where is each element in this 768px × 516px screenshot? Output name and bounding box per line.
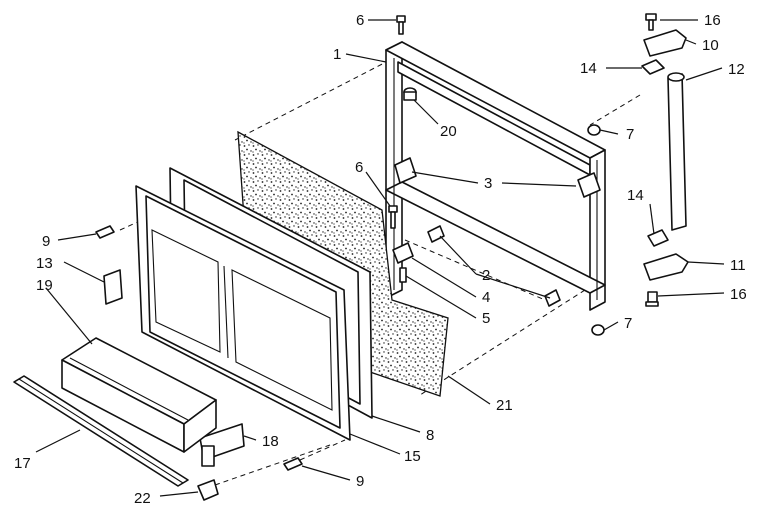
bracket-4	[392, 242, 414, 264]
plug-7-bottom	[591, 324, 605, 336]
callout-5: 5	[482, 310, 490, 327]
callout-21: 21	[496, 397, 513, 414]
callout-20: 20	[440, 123, 457, 140]
callout-10: 10	[702, 37, 719, 54]
clip-13	[103, 269, 123, 305]
screw-5	[399, 267, 407, 283]
hinge-10	[643, 29, 687, 57]
shelf-rail-part-17	[13, 375, 189, 487]
callout-8: 8	[426, 427, 434, 444]
screw-16-bottom	[647, 291, 658, 303]
shim-14-bottom	[647, 229, 669, 247]
callout-22: 22	[134, 490, 151, 507]
callout-1: 1	[333, 46, 341, 63]
callout-7b: 7	[624, 315, 632, 332]
pad-2-a	[427, 225, 445, 243]
pin-9-bottom	[283, 457, 303, 471]
screw-6-top	[396, 15, 406, 23]
cap-22	[197, 479, 219, 501]
callout-13: 13	[36, 255, 53, 272]
leader-lines	[35, 19, 725, 497]
callout-18: 18	[262, 433, 279, 450]
callout-7a: 7	[626, 126, 634, 143]
door-liner-part-15	[135, 185, 351, 441]
callout-14b: 14	[627, 187, 644, 204]
callout-3: 3	[484, 175, 492, 192]
pad-2-b	[544, 289, 561, 307]
hinge-brackets-part-3	[394, 157, 601, 198]
callout-labels: 1 6 20 6 3 7 2 4 5 7 16 10 14 12 14 11 1…	[14, 12, 747, 507]
callout-4: 4	[482, 289, 490, 306]
callout-2: 2	[482, 267, 490, 284]
callout-15: 15	[404, 448, 421, 465]
shim-14-top	[641, 59, 665, 75]
hinge-11	[643, 253, 689, 281]
callout-14a: 14	[580, 60, 597, 77]
plug-7-top	[587, 124, 601, 136]
callout-6b: 6	[355, 159, 363, 176]
screw-6-mid	[388, 205, 398, 213]
callout-16b: 16	[730, 286, 747, 303]
handle-12	[667, 73, 687, 231]
screw-16-top	[645, 13, 657, 21]
callout-9b: 9	[356, 473, 364, 490]
hardware	[95, 13, 689, 501]
callout-11: 11	[730, 257, 746, 274]
callout-9a: 9	[42, 233, 50, 250]
door-bin-part-19	[61, 337, 217, 453]
callout-17: 17	[14, 455, 31, 472]
callout-16a: 16	[704, 12, 721, 29]
pin-9-left	[95, 225, 115, 239]
door-frame-part-1	[385, 41, 606, 311]
callout-12: 12	[728, 61, 745, 78]
callout-6a: 6	[356, 12, 364, 29]
callout-19: 19	[36, 277, 53, 294]
